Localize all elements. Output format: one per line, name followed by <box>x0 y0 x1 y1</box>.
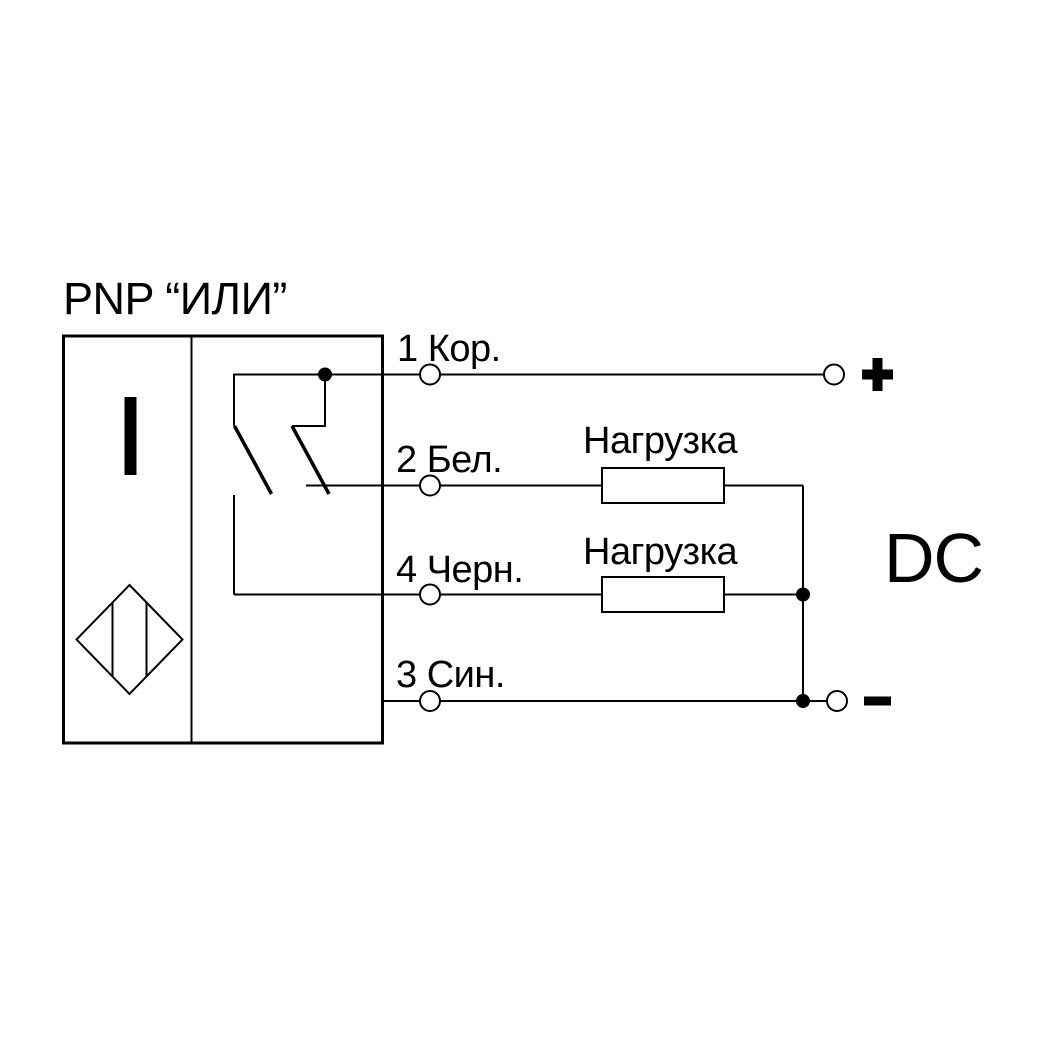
wire-3-label: 3 Син. <box>396 654 505 696</box>
terminal-pin-4 <box>419 583 441 606</box>
wire-2-label: 2 Бел. <box>396 439 502 481</box>
plus-sign-icon <box>862 358 893 391</box>
terminal-minus <box>826 690 848 712</box>
load-2-resistor-box <box>601 576 725 613</box>
minus-sign-icon <box>864 696 891 706</box>
junction-dot-loads <box>796 587 810 602</box>
wire-1-label: 1 Кор. <box>397 328 501 370</box>
switch-right-blade <box>290 425 331 495</box>
terminal-pin-2 <box>419 474 441 497</box>
sensing-diamond-icon <box>75 583 184 696</box>
load-2-label: Нагрузка <box>583 531 739 573</box>
plus-vertical-bar <box>872 358 883 391</box>
switch-left-blade <box>232 425 274 495</box>
load-1-label: Нагрузка <box>583 420 739 462</box>
wire-4-label: 4 Черн. <box>396 549 523 591</box>
terminal-plus <box>823 363 845 386</box>
diagram-title: PNP “ИЛИ” <box>63 273 287 324</box>
output-bar-icon <box>124 397 137 475</box>
terminal-pin-3 <box>419 690 441 712</box>
dc-supply-label: DC <box>884 519 983 597</box>
junction-dot-minus <box>796 694 810 708</box>
load-1-resistor-box <box>601 467 725 504</box>
sensor-body-box <box>62 334 384 745</box>
terminal-pin-1 <box>419 363 441 386</box>
